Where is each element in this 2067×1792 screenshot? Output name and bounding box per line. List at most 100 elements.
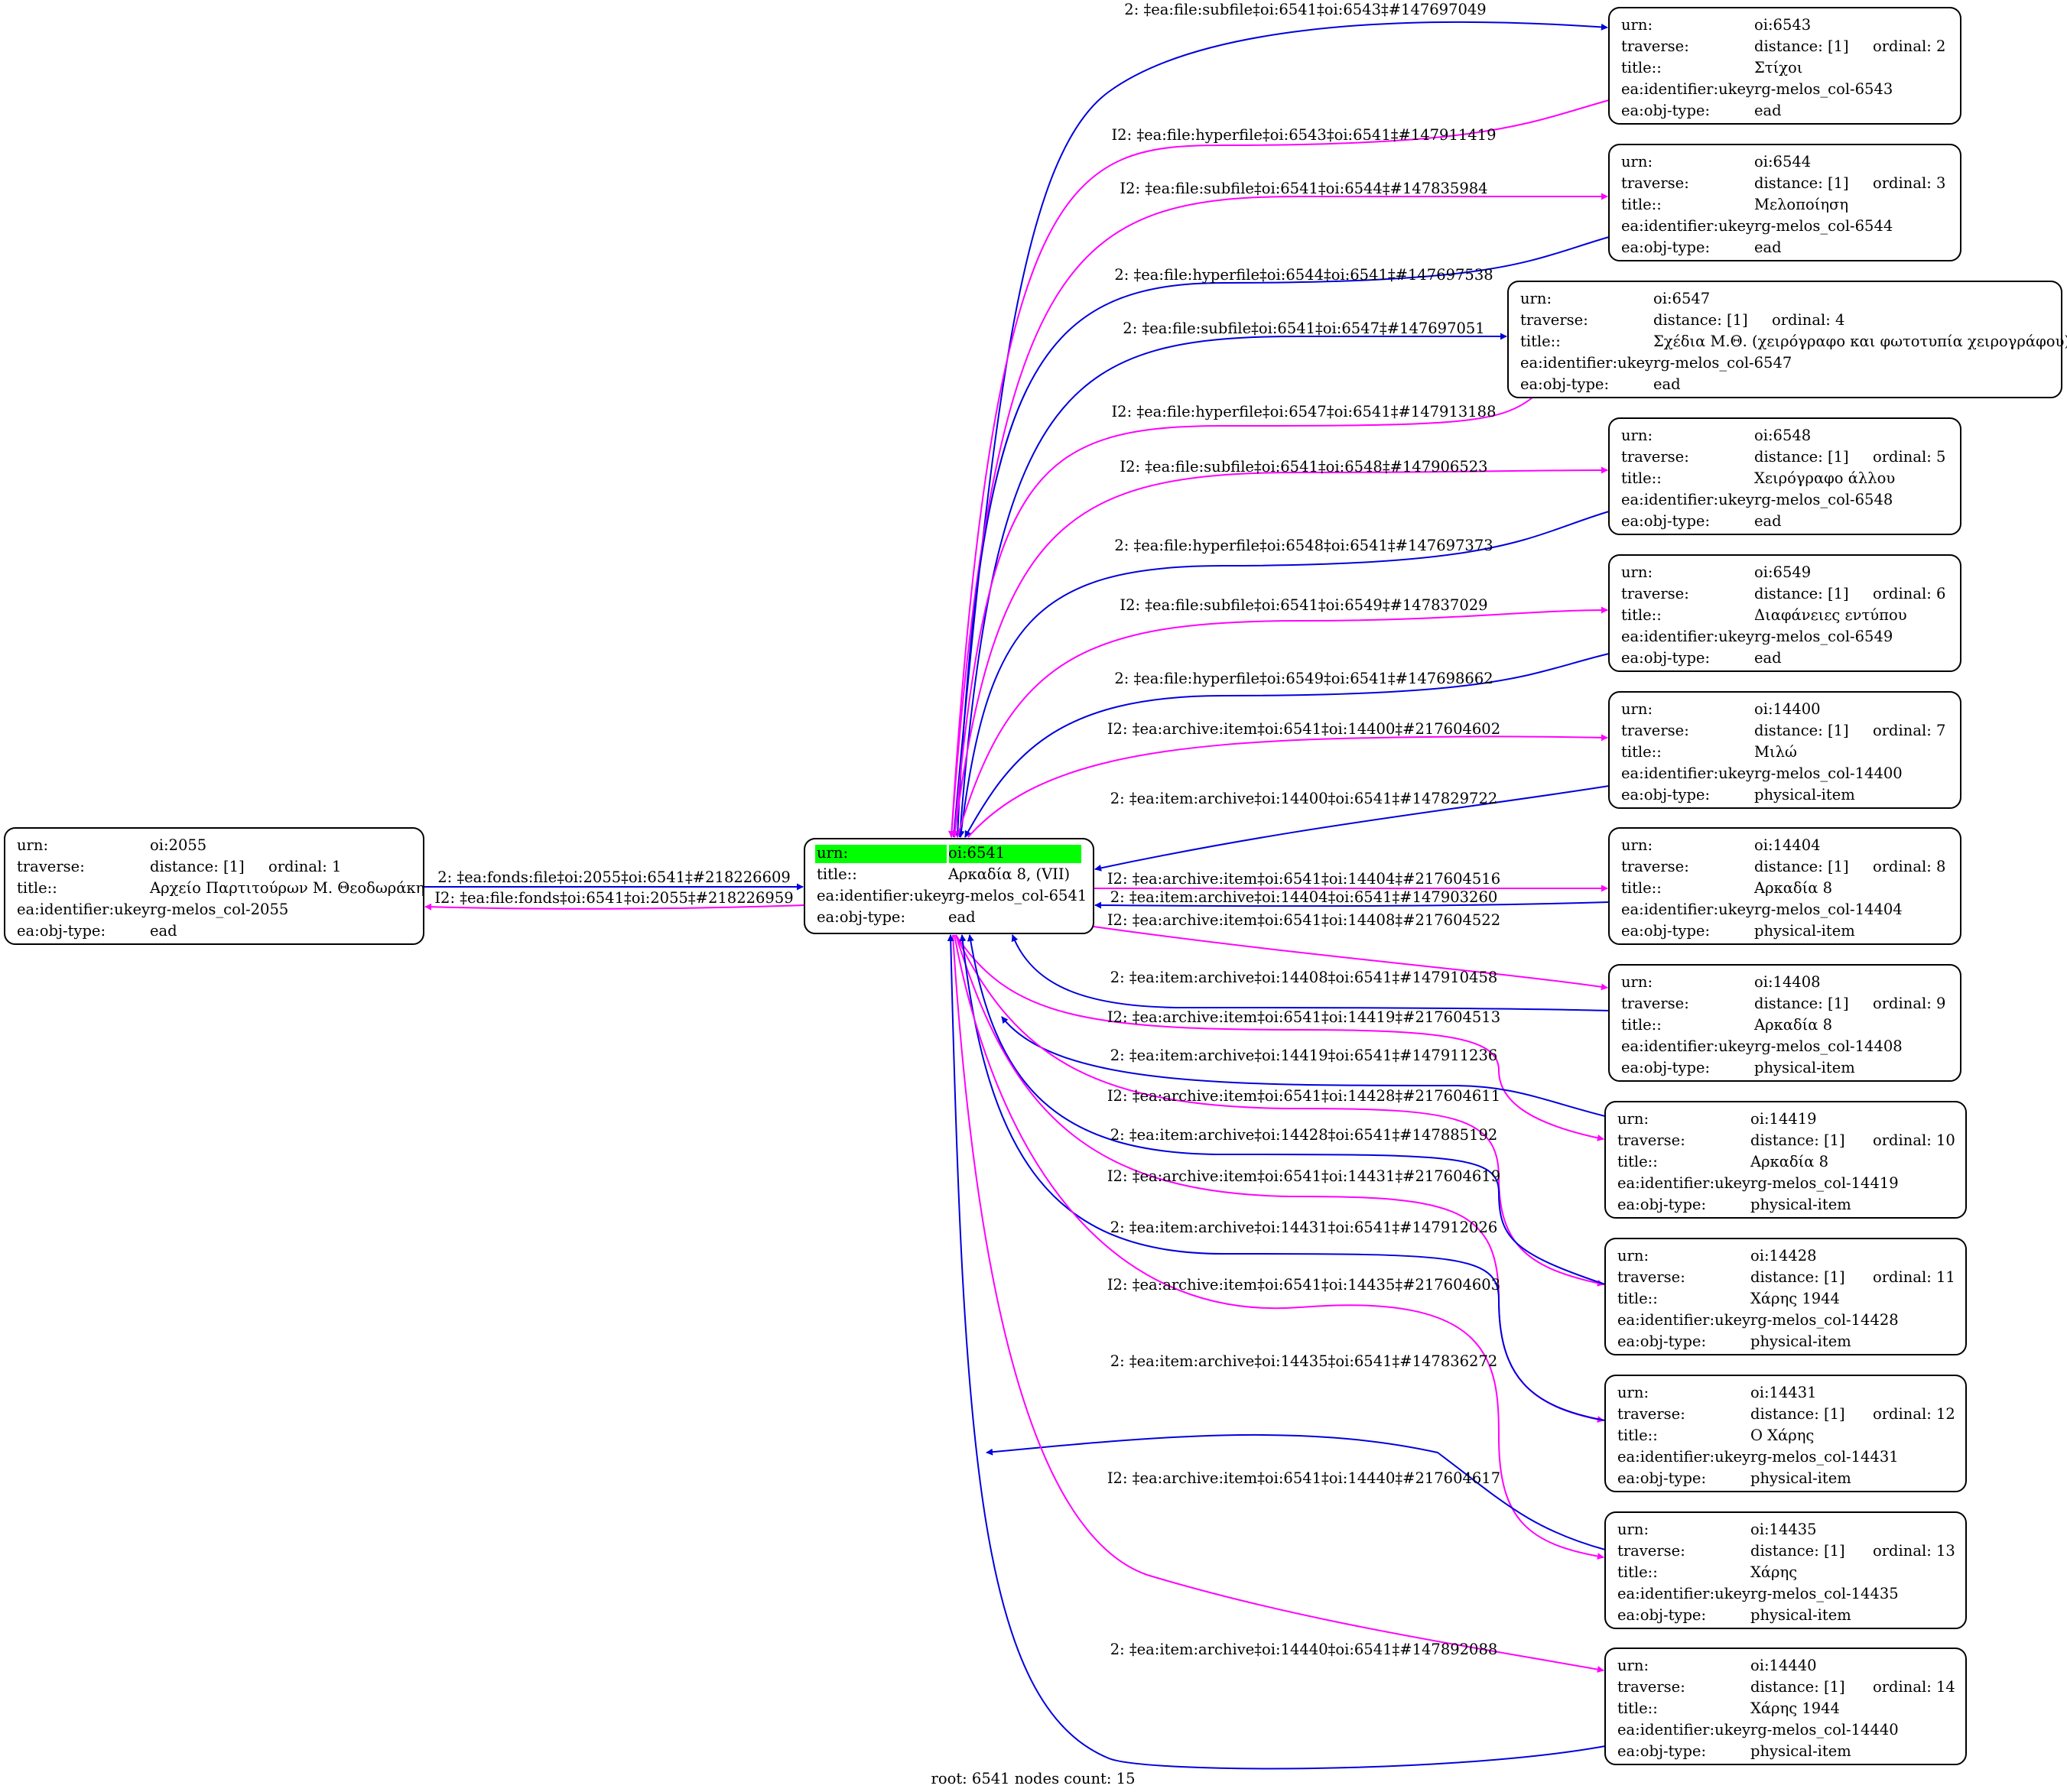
node-field-value: Μιλώ [1754, 743, 1797, 761]
node-field-key: ea:identifier:ukey [1617, 1721, 1750, 1738]
node-field-value: oi:14404 [1754, 836, 1821, 854]
node-field-key: ea:obj-type: [817, 908, 905, 926]
node-field-key: traverse: [1617, 1678, 1685, 1696]
node-field-key: traverse: [1621, 722, 1689, 739]
edge-label: I2: ‡ea:file:hyperfile‡oi:6543‡oi:6541‡#… [1111, 126, 1496, 144]
node-field-value: Χάρης [1750, 1563, 1797, 1581]
node-field-value: oi:14408 [1754, 973, 1821, 991]
node-field-value: distance: [1] [1754, 585, 1849, 602]
node-frame [1608, 417, 1961, 535]
edge-label: I2: ‡ea:archive:item‡oi:6541‡oi:14428‡#2… [1107, 1087, 1500, 1105]
node-field-value: rg-melos_col-14431 [1750, 1448, 1899, 1466]
node-field-key: traverse: [1621, 585, 1689, 602]
node-field-value: physical-item [1750, 1196, 1851, 1213]
node-frame [1604, 1101, 1967, 1219]
edge-label: 2: ‡ea:item:archive‡oi:14431‡oi:6541‡#14… [1110, 1219, 1498, 1236]
edge-label: I2: ‡ea:file:fonds‡oi:6541‡oi:2055‡#2182… [434, 889, 793, 907]
node-frame [1608, 691, 1961, 809]
node-field-value: ead [1754, 512, 1782, 530]
edge-label: 2: ‡ea:item:archive‡oi:14440‡oi:6541‡#14… [1110, 1641, 1498, 1658]
node-field-key: urn: [1617, 1521, 1649, 1538]
edge-labels-layer: 2: ‡ea:fonds:file‡oi:2055‡oi:6541‡#21822… [434, 1, 1500, 1658]
node-field-value: oi:6548 [1754, 427, 1811, 444]
edge-label: I2: ‡ea:file:subfile‡oi:6541‡oi:6548‡#14… [1120, 458, 1487, 476]
node-field-ordinal: ordinal: 12 [1873, 1405, 1955, 1423]
node-field-key: ea:identifier:ukey [1621, 628, 1754, 645]
node-field-ordinal: ordinal: 10 [1873, 1131, 1955, 1149]
node-field-key: traverse: [1617, 1542, 1685, 1560]
node-field-key: traverse: [1617, 1405, 1685, 1423]
node-field-value: Στίχοι [1754, 59, 1802, 76]
node-field-key: traverse: [1621, 174, 1689, 192]
edge-label: 2: ‡ea:file:hyperfile‡oi:6544‡oi:6541‡#1… [1114, 266, 1493, 284]
edge-label: I2: ‡ea:archive:item‡oi:6541‡oi:14435‡#2… [1107, 1276, 1500, 1294]
edge-n14428-to-n6541 [967, 934, 1606, 1285]
node-field-key: urn: [1621, 427, 1653, 444]
node-field-key: title:: [1621, 606, 1662, 624]
edges-layer [424, 21, 1610, 1770]
node-field-value: physical-item [1754, 1059, 1855, 1076]
node-field-key: traverse: [1621, 37, 1689, 55]
node-frame [1604, 1375, 1967, 1492]
node-frame [1604, 1648, 1967, 1765]
node-field-ordinal: ordinal: 8 [1873, 858, 1945, 875]
node-field-key: ea:identifier:ukey [1621, 217, 1754, 235]
node-field-key: traverse: [17, 858, 85, 875]
node-field-key: ea:identifier:ukey [1617, 1585, 1750, 1602]
node-field-key: urn: [1621, 563, 1653, 581]
node-field-key: traverse: [1621, 858, 1689, 875]
node-field-key: ea:obj-type: [1520, 375, 1609, 393]
node-field-value: distance: [1] [1754, 448, 1849, 466]
edge-n6541-to-n6548 [954, 466, 1608, 838]
node-field-key: ea:identifier:ukey [1617, 1174, 1750, 1192]
node-field-key: urn: [1617, 1657, 1649, 1674]
edge-label: 2: ‡ea:item:archive‡oi:14400‡oi:6541‡#14… [1110, 790, 1498, 807]
node-field-value: oi:6541 [948, 844, 1005, 862]
node-field-key: urn: [1520, 290, 1552, 307]
node-field-ordinal: ordinal: 1 [268, 858, 341, 875]
node-field-value: physical-item [1754, 786, 1855, 803]
edge-label: 2: ‡ea:item:archive‡oi:14404‡oi:6541‡#14… [1110, 888, 1498, 906]
node-field-key: urn: [17, 836, 48, 854]
root-highlight-value [949, 845, 1081, 863]
node-field-key: ea:obj-type: [1617, 1606, 1706, 1624]
node-field-ordinal: ordinal: 3 [1873, 174, 1945, 192]
footer-caption: root: 6541 nodes count: 15 [931, 1770, 1136, 1787]
node-field-key: urn: [1621, 973, 1653, 991]
node-field-key: traverse: [1617, 1131, 1685, 1149]
node-field-key: urn: [1617, 1384, 1649, 1401]
node-field-key: ea:obj-type: [1621, 102, 1710, 119]
edge-label: I2: ‡ea:archive:item‡oi:6541‡oi:14400‡#2… [1107, 720, 1500, 738]
node-field-value: rg-melos_col-14428 [1750, 1311, 1899, 1329]
node-field-key: ea:obj-type: [17, 922, 106, 940]
node-field-key: ea:obj-type: [1617, 1469, 1706, 1487]
edge-label: I2: ‡ea:archive:item‡oi:6541‡oi:14419‡#2… [1107, 1008, 1500, 1026]
node-field-value: rg-melos_col-2055 [150, 901, 288, 918]
node-field-key: title:: [1621, 879, 1662, 897]
edge-label: 2: ‡ea:file:hyperfile‡oi:6548‡oi:6541‡#1… [1114, 537, 1493, 554]
node-field-value: oi:14428 [1750, 1247, 1817, 1264]
node-field-key: title:: [1621, 469, 1662, 487]
node-field-key: ea:identifier:ukey [1520, 354, 1653, 372]
node-field-key: ea:obj-type: [1621, 786, 1710, 803]
node-field-key: urn: [1617, 1247, 1649, 1264]
node-field-value: distance: [1] [1754, 858, 1849, 875]
node-field-value: rg-melos_col-14435 [1750, 1585, 1899, 1602]
